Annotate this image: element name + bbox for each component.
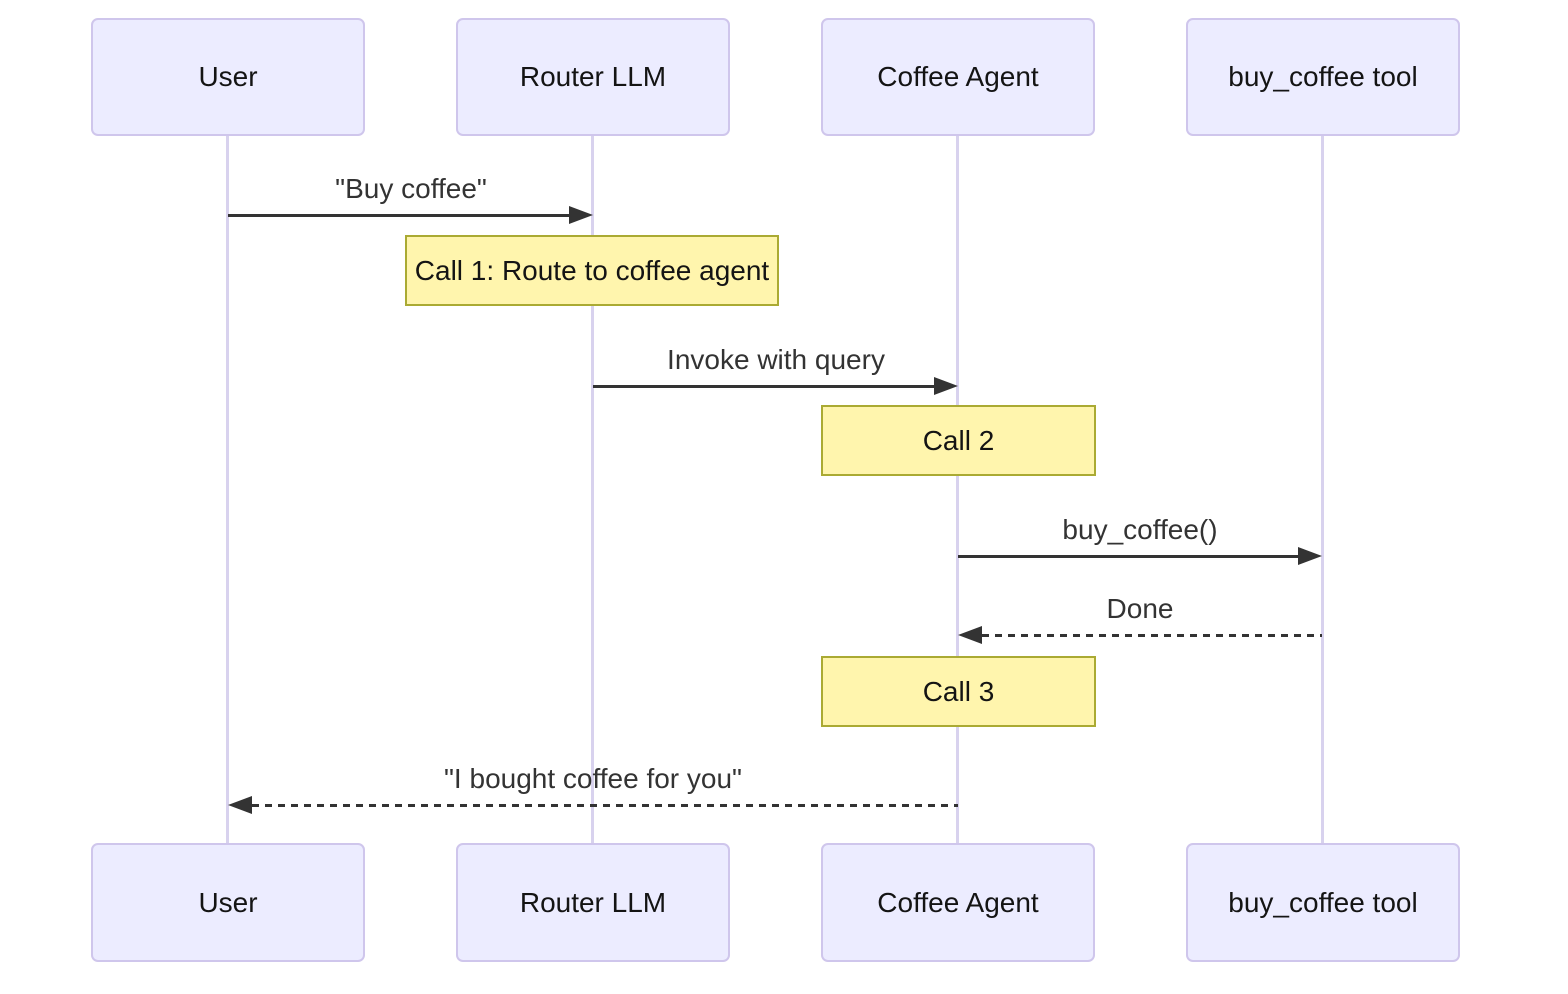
- actor-label: Coffee Agent: [877, 61, 1039, 92]
- actor-label: User: [198, 61, 258, 92]
- actor-label: buy_coffee tool: [1228, 886, 1418, 918]
- note-call-2: Call 2: [821, 405, 1096, 476]
- message-label-invoke-with-query: Invoke with query: [667, 344, 885, 375]
- actor-bottom-coffee-agent: Coffee Agent: [821, 843, 1095, 962]
- actor-label: Coffee Agent: [877, 886, 1039, 918]
- message-line: [252, 804, 958, 807]
- message-line: [958, 555, 1298, 558]
- arrowhead-icon: [1298, 547, 1322, 565]
- note-label: Call 2: [922, 424, 995, 456]
- actor-label: buy_coffee tool: [1228, 61, 1418, 92]
- lifeline-coffee-agent: [956, 136, 959, 844]
- message-label-done: Done: [1106, 593, 1174, 624]
- message-label-i-bought-coffee: "I bought coffee for you": [443, 763, 743, 794]
- actor-top-user: User: [91, 18, 365, 136]
- actor-top-router-llm: Router LLM: [456, 18, 730, 136]
- actor-bottom-buy-coffee-tool: buy_coffee tool: [1186, 843, 1460, 962]
- arrowhead-icon: [228, 796, 252, 814]
- arrowhead-icon: [934, 377, 958, 395]
- actor-bottom-router-llm: Router LLM: [456, 843, 730, 962]
- arrowhead-icon: [569, 206, 593, 224]
- note-call-1: Call 1: Route to coffee agent: [405, 235, 779, 306]
- lifeline-router-llm: [591, 136, 594, 844]
- actor-top-coffee-agent: Coffee Agent: [821, 18, 1095, 136]
- lifeline-user: [226, 136, 229, 844]
- message-line: [593, 385, 934, 388]
- message-label-buy-coffee: "Buy coffee": [335, 173, 487, 204]
- actor-bottom-user: User: [91, 843, 365, 962]
- actor-label: User: [198, 886, 258, 918]
- actor-label: Router LLM: [519, 61, 667, 92]
- note-label: Call 3: [922, 675, 995, 707]
- note-label: Call 1: Route to coffee agent: [414, 254, 770, 286]
- message-line: [228, 214, 569, 217]
- message-label-buy-coffee-call: buy_coffee(): [1062, 514, 1218, 545]
- message-line: [982, 634, 1322, 637]
- arrowhead-icon: [958, 626, 982, 644]
- actor-label: Router LLM: [519, 886, 667, 918]
- lifeline-buy-coffee-tool: [1321, 136, 1324, 844]
- note-call-3: Call 3: [821, 656, 1096, 727]
- actor-top-buy-coffee-tool: buy_coffee tool: [1186, 18, 1460, 136]
